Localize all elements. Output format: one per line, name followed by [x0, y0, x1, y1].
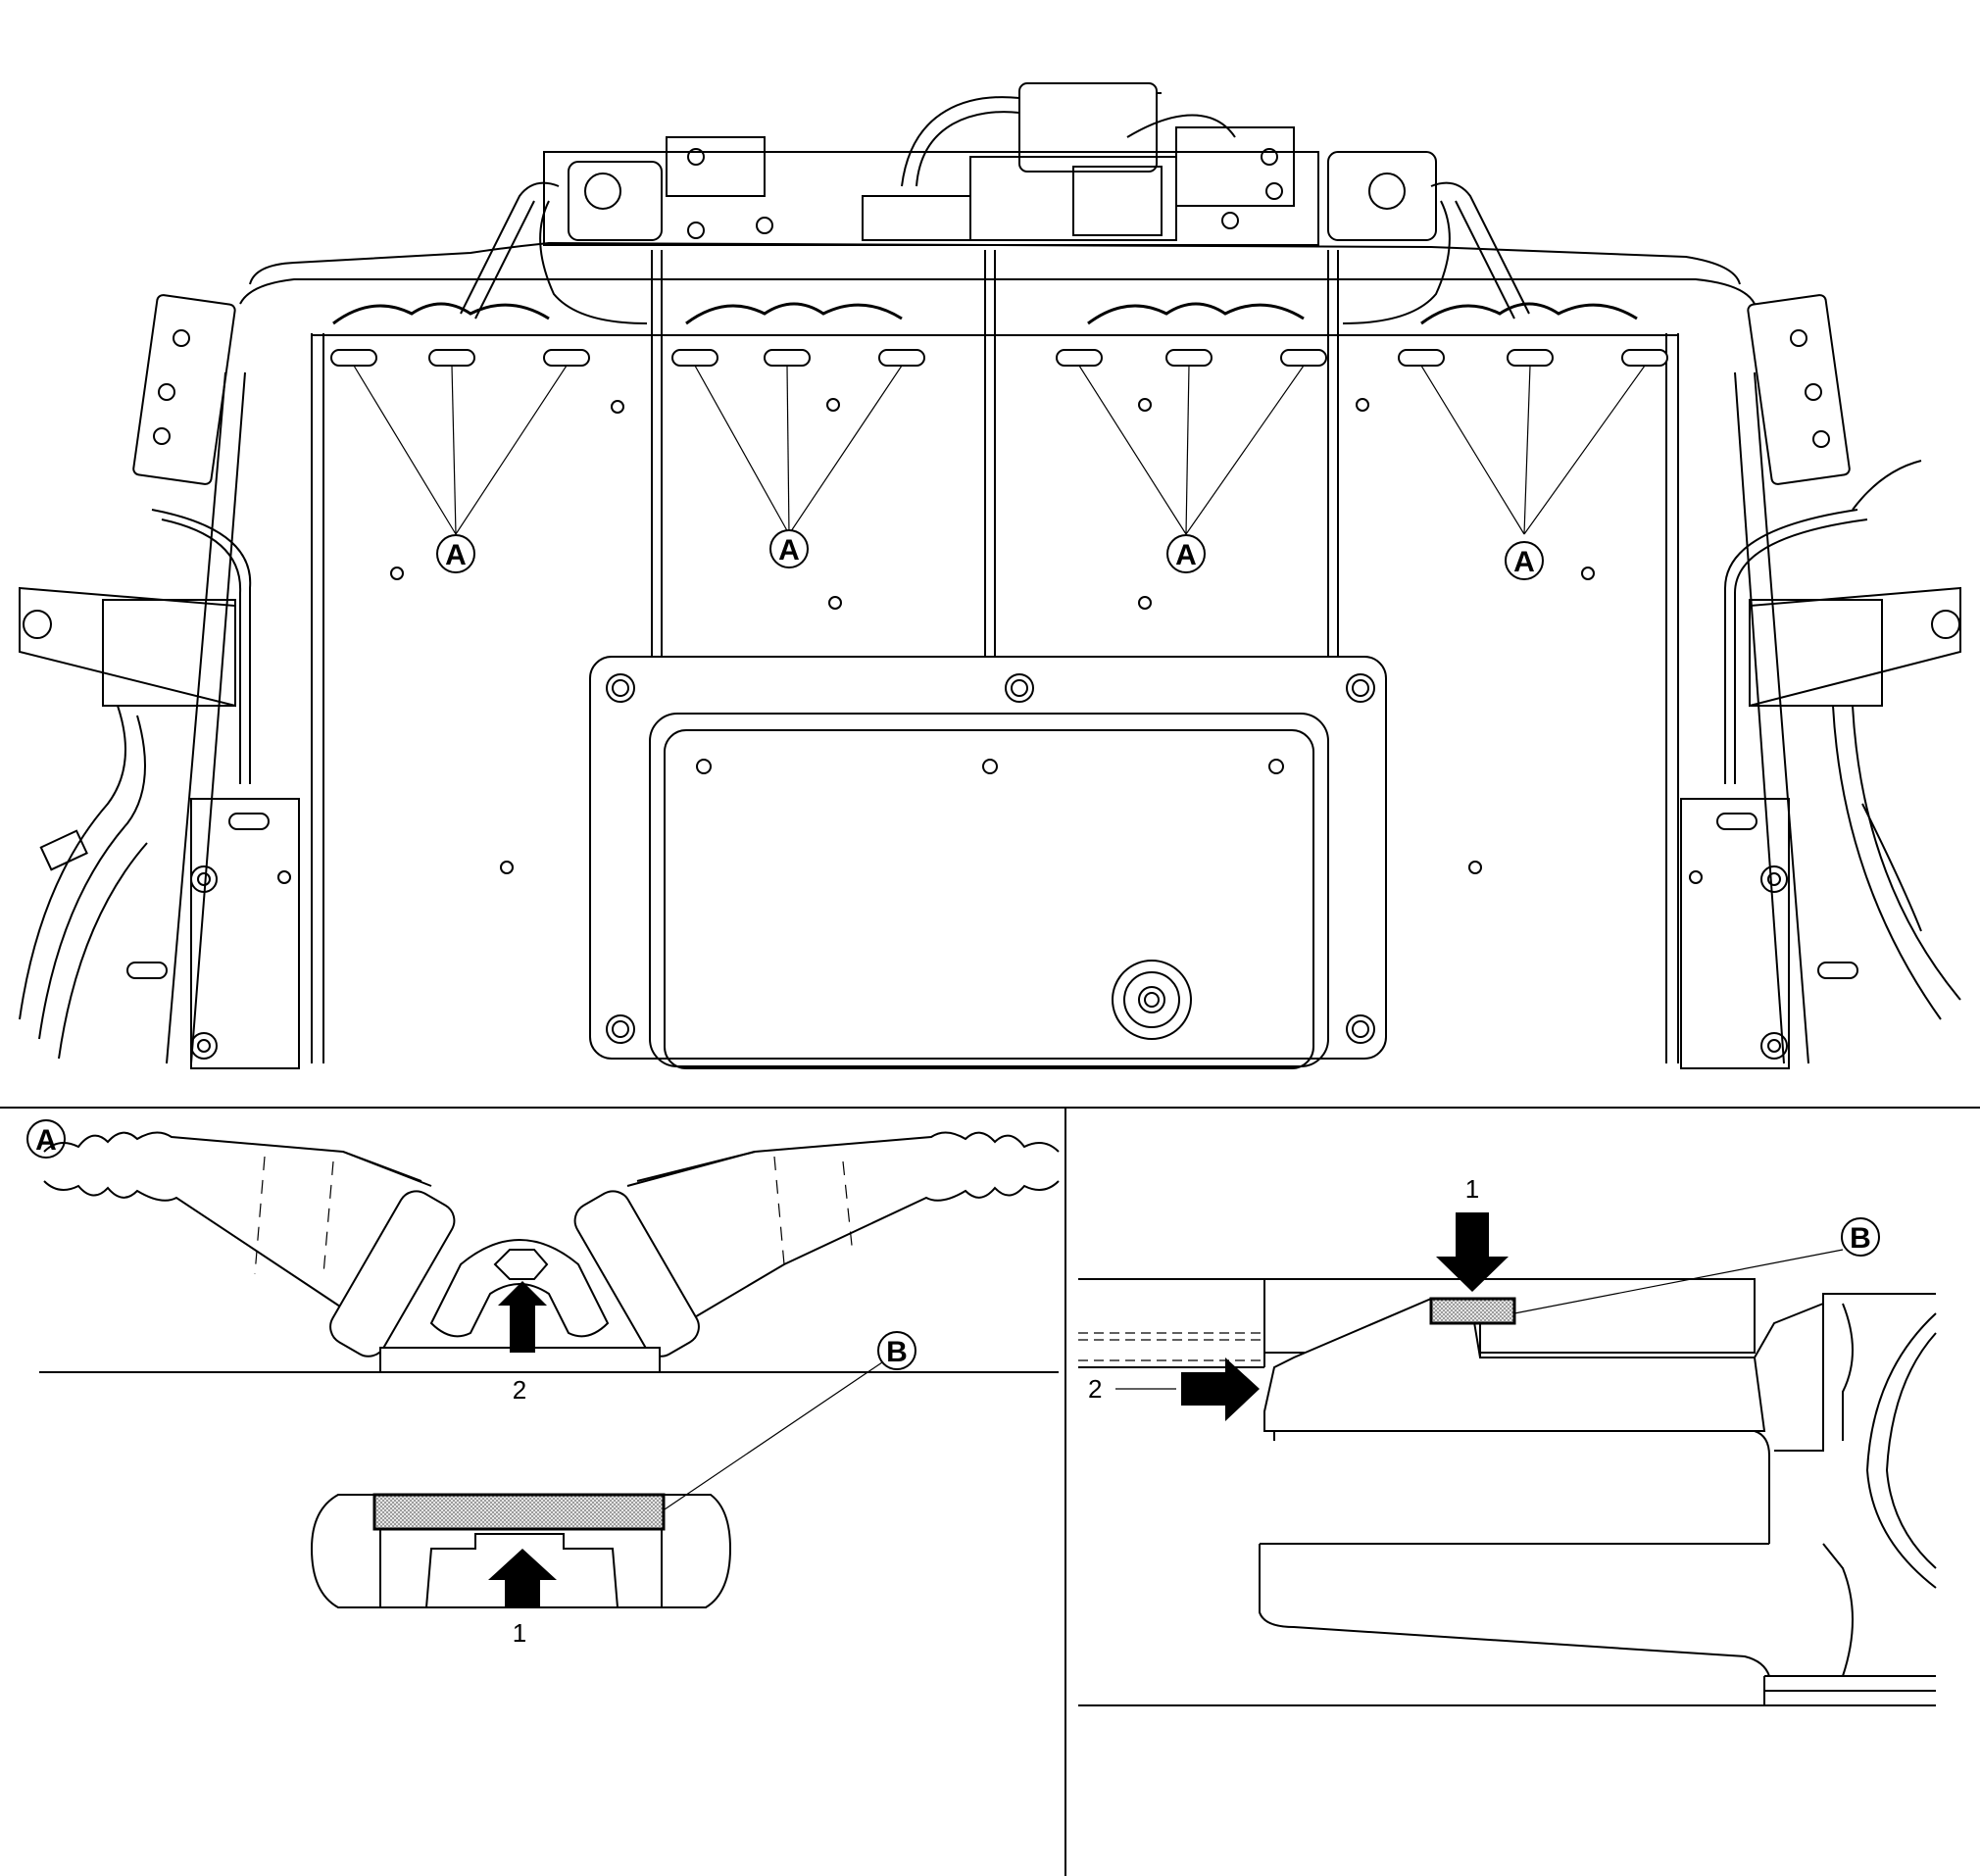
clip	[1507, 349, 1554, 367]
callout-circle-icon	[436, 534, 475, 573]
right-side-assembly	[1680, 294, 1961, 1069]
callout-a-1: A	[436, 534, 475, 573]
tape-b	[372, 1493, 666, 1531]
step-2-label: 2	[1088, 1374, 1102, 1404]
frame-outline	[166, 241, 1809, 1064]
step-2-label: 2	[513, 1375, 526, 1405]
callout-circle-icon	[877, 1331, 916, 1370]
step-1-label: 1	[513, 1618, 526, 1648]
detail-a-callout-b: B	[877, 1331, 916, 1370]
clip	[878, 349, 925, 367]
arrow-up-icon	[498, 1281, 547, 1353]
panel-seams	[311, 250, 1679, 1063]
tape-b-leader-line	[1513, 1249, 1844, 1314]
callout-circle-icon	[26, 1119, 66, 1159]
upper-layer	[1078, 1278, 1756, 1368]
clip	[764, 349, 811, 367]
callout-circle-icon	[1505, 541, 1544, 580]
callout-b-label: B	[886, 1336, 908, 1368]
clip	[1621, 349, 1668, 367]
left-side-assembly	[19, 294, 300, 1069]
detail-a-callout: A	[26, 1119, 66, 1159]
detail-b-callout-b: B	[1841, 1217, 1880, 1257]
clip	[1165, 349, 1213, 367]
callout-a-label: A	[35, 1124, 57, 1157]
callout-a-4: A	[1505, 541, 1544, 580]
tape-b	[1429, 1297, 1516, 1325]
center-cover-plate	[589, 656, 1387, 1069]
callout-a-label: A	[1175, 539, 1197, 571]
arrow-down-icon	[1436, 1212, 1509, 1292]
lower-bodies	[1078, 1411, 1936, 1706]
detail-a: A 2	[26, 1119, 1060, 1648]
clip	[330, 349, 377, 367]
clip-leader-lines	[353, 365, 1646, 535]
clip	[1280, 349, 1327, 367]
panel-dividers	[0, 1107, 1980, 1876]
clip	[1056, 349, 1103, 367]
clip	[428, 349, 475, 367]
clip-row	[330, 349, 1668, 367]
detail-b: 1 2 B	[1078, 1174, 1937, 1706]
top-component-cluster	[543, 82, 1437, 246]
callout-b-label: B	[1850, 1222, 1871, 1255]
clip	[671, 349, 718, 367]
clip	[1398, 349, 1445, 367]
callout-circle-icon	[769, 529, 809, 568]
callout-circle-icon	[1841, 1217, 1880, 1257]
arrow-up-icon	[488, 1549, 557, 1607]
clip	[543, 349, 590, 367]
callout-circle-icon	[1166, 534, 1206, 573]
callout-a-label: A	[445, 539, 467, 571]
right-bracket	[1754, 1293, 1937, 1677]
step-1-label: 1	[1465, 1174, 1479, 1204]
callout-a-label: A	[778, 534, 800, 567]
top-view: A A A A	[19, 82, 1961, 1069]
tape-b-leader-line	[664, 1361, 883, 1510]
corrugated-conduit	[43, 1131, 1060, 1358]
arrow-right-icon	[1181, 1358, 1260, 1421]
top-wire-harness	[332, 181, 1638, 325]
callout-a-2: A	[769, 529, 809, 568]
callout-a-3: A	[1166, 534, 1206, 573]
panel-holes	[277, 398, 1703, 884]
callout-a-label: A	[1513, 546, 1535, 578]
